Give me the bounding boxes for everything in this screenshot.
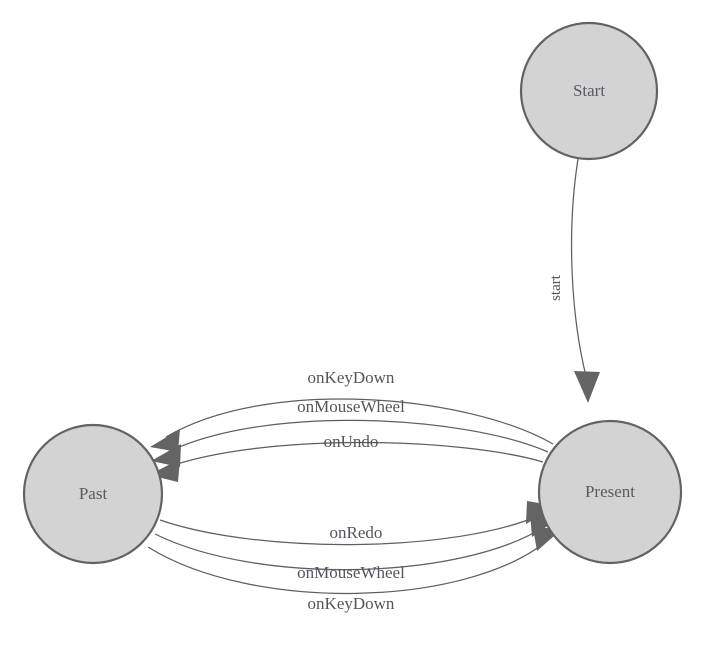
arrowhead-start-present — [574, 371, 600, 403]
edge-start-to-present[interactable]: start — [548, 158, 600, 403]
edge-label-past-present-2: onMouseWheel — [297, 563, 405, 582]
edge-label-present-past-2: onMouseWheel — [297, 397, 405, 416]
edge-label-present-past-3: onUndo — [324, 432, 379, 451]
edge-label-start: start — [548, 274, 564, 301]
node-present-circle — [537, 419, 683, 565]
node-past-circle — [22, 423, 164, 565]
edge-path-present-past-2 — [167, 419, 549, 453]
node-start[interactable]: Start — [519, 21, 659, 161]
edge-path-present-past-1 — [165, 398, 554, 445]
node-present-label: Present — [585, 482, 635, 501]
edge-present-to-past-onundo[interactable]: onUndo — [149, 432, 544, 482]
edge-present-to-past-onmousewheel[interactable]: onMouseWheel — [151, 397, 549, 467]
node-present[interactable]: Present — [537, 419, 683, 565]
edge-present-to-past-onkeydown[interactable]: onKeyDown — [150, 368, 554, 452]
edge-path-start-present — [570, 158, 587, 377]
node-past[interactable]: Past — [22, 423, 164, 565]
edge-path-present-past-3 — [164, 441, 544, 469]
edge-label-present-past-1: onKeyDown — [308, 368, 395, 387]
edge-past-to-present-onkeydown[interactable]: onKeyDown — [147, 528, 563, 613]
edge-label-past-present-3: onKeyDown — [308, 594, 395, 613]
edge-path-past-present-2 — [154, 526, 545, 571]
arrowhead-present-past-2 — [151, 444, 181, 467]
node-start-label: Start — [573, 81, 605, 100]
node-start-circle — [519, 21, 659, 161]
edge-label-past-present-1: onRedo — [330, 523, 383, 542]
edge-path-past-present-1 — [159, 514, 541, 546]
edge-past-to-present-onredo[interactable]: onRedo — [159, 501, 556, 546]
edge-path-past-present-3 — [147, 539, 549, 594]
node-past-label: Past — [79, 484, 108, 503]
arrowhead-present-past-1 — [150, 429, 180, 452]
